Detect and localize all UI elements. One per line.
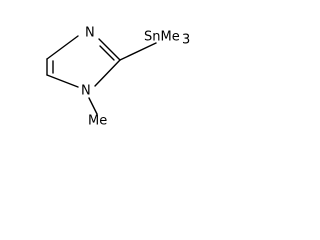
bond-n3-c4 xyxy=(46,74,79,88)
tin-group-label: SnMe xyxy=(144,30,180,45)
bond-c5-n1 xyxy=(46,35,79,60)
atom-n1-label: N xyxy=(85,26,95,41)
tin-group-count: 3 xyxy=(182,33,190,48)
double-bond-n1-c2-inner xyxy=(99,45,115,61)
bond-n-methyl xyxy=(88,97,98,115)
atom-n3-label: N xyxy=(81,84,91,99)
chemical-structure: N N SnMe 3 Me xyxy=(46,26,190,129)
bond-n1-c2 xyxy=(98,38,121,61)
bond-c2-n3 xyxy=(94,59,121,87)
n-methyl-label: Me xyxy=(88,114,107,129)
bond-c2-sn xyxy=(119,42,157,61)
imidazole-ring xyxy=(46,35,121,88)
